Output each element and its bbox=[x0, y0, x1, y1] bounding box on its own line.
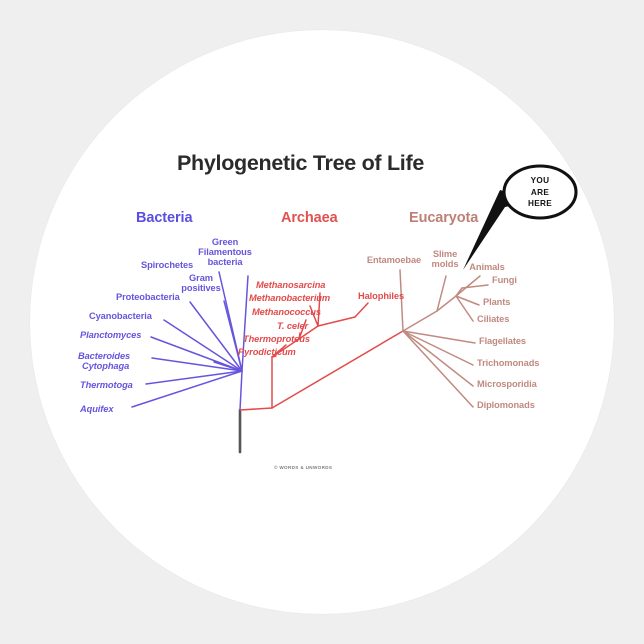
taxon-label-proteobacteria: Proteobacteria bbox=[116, 292, 180, 302]
callout-line-3: HERE bbox=[528, 199, 552, 209]
taxon-line: molds bbox=[431, 258, 459, 269]
copyright-notice: © WORDS & UNWORDS bbox=[274, 465, 333, 470]
taxon-label-slime-molds: Slime molds bbox=[424, 249, 466, 270]
taxon-label-methanobacterium: Methanobacterium bbox=[249, 293, 331, 303]
taxon-label-cyanobacteria: Cyanobacteria bbox=[89, 311, 152, 321]
taxon-label-flagellates: Flagellates bbox=[479, 336, 526, 346]
taxon-line: Cytophaga bbox=[82, 360, 130, 371]
taxon-label-green-filamentous-bacteria: Green Filamentous bacteria bbox=[188, 237, 262, 268]
taxon-label-halophiles: Halophiles bbox=[358, 291, 405, 301]
taxon-label-methanococcus: Methanococcus bbox=[252, 307, 321, 317]
taxon-label-entamoebae: Entamoebae bbox=[366, 255, 422, 265]
taxon-label-animals: Animals bbox=[469, 262, 505, 272]
taxon-label-pyrodicticum: Pyrodicticum bbox=[238, 347, 296, 357]
taxon-label-diplomonads: Diplomonads bbox=[477, 400, 535, 410]
taxon-label-methanosarcina: Methanosarcina bbox=[256, 280, 326, 290]
bacteria-branches bbox=[131, 271, 249, 411]
archaea-branches bbox=[239, 292, 404, 411]
domain-label-archaea: Archaea bbox=[281, 210, 338, 226]
taxon-line: Bacteroides bbox=[78, 351, 131, 361]
taxon-label-bacteroides-cytophaga: Bacteroides Cytophaga bbox=[78, 351, 131, 372]
taxon-label-aquifex: Aquifex bbox=[80, 404, 114, 414]
domain-label-eucaryota: Eucaryota bbox=[409, 210, 479, 226]
taxon-label-spirochetes: Spirochetes bbox=[141, 260, 194, 270]
page-title: Phylogenetic Tree of Life bbox=[177, 151, 424, 175]
callout-line-1: YOU bbox=[530, 176, 550, 185]
taxon-label-gram-positives: Gram positives bbox=[169, 273, 233, 294]
taxon-label-thermoproteus: Thermoproteus bbox=[243, 334, 310, 344]
taxon-label-planctomyces: Planctomyces bbox=[80, 330, 142, 340]
taxon-label-fungi: Fungi bbox=[492, 275, 517, 285]
eucaryota-branches bbox=[399, 269, 489, 408]
taxon-line: Gram bbox=[189, 273, 213, 283]
taxon-label-thermotoga: Thermotoga bbox=[80, 380, 133, 390]
taxon-label-microsporidia: Microsporidia bbox=[477, 379, 537, 389]
taxon-label-t-celer: T. celer bbox=[277, 321, 309, 331]
callout-bubble bbox=[463, 164, 578, 270]
taxon-line: Green bbox=[211, 237, 239, 247]
you-are-here-callout-text: YOU ARE HERE bbox=[512, 175, 568, 210]
taxon-line: Filamentous bbox=[198, 246, 252, 257]
taxon-line: Slime bbox=[432, 249, 458, 259]
taxon-line: bacteria bbox=[207, 256, 243, 267]
taxon-label-ciliates: Ciliates bbox=[477, 314, 510, 324]
round-sticker bbox=[30, 30, 614, 614]
domain-label-bacteria: Bacteria bbox=[136, 210, 193, 226]
taxon-line: positives bbox=[181, 282, 221, 293]
callout-line-2: ARE bbox=[530, 187, 550, 197]
taxon-label-trichomonads: Trichomonads bbox=[477, 358, 540, 368]
taxon-label-plants: Plants bbox=[483, 297, 511, 307]
